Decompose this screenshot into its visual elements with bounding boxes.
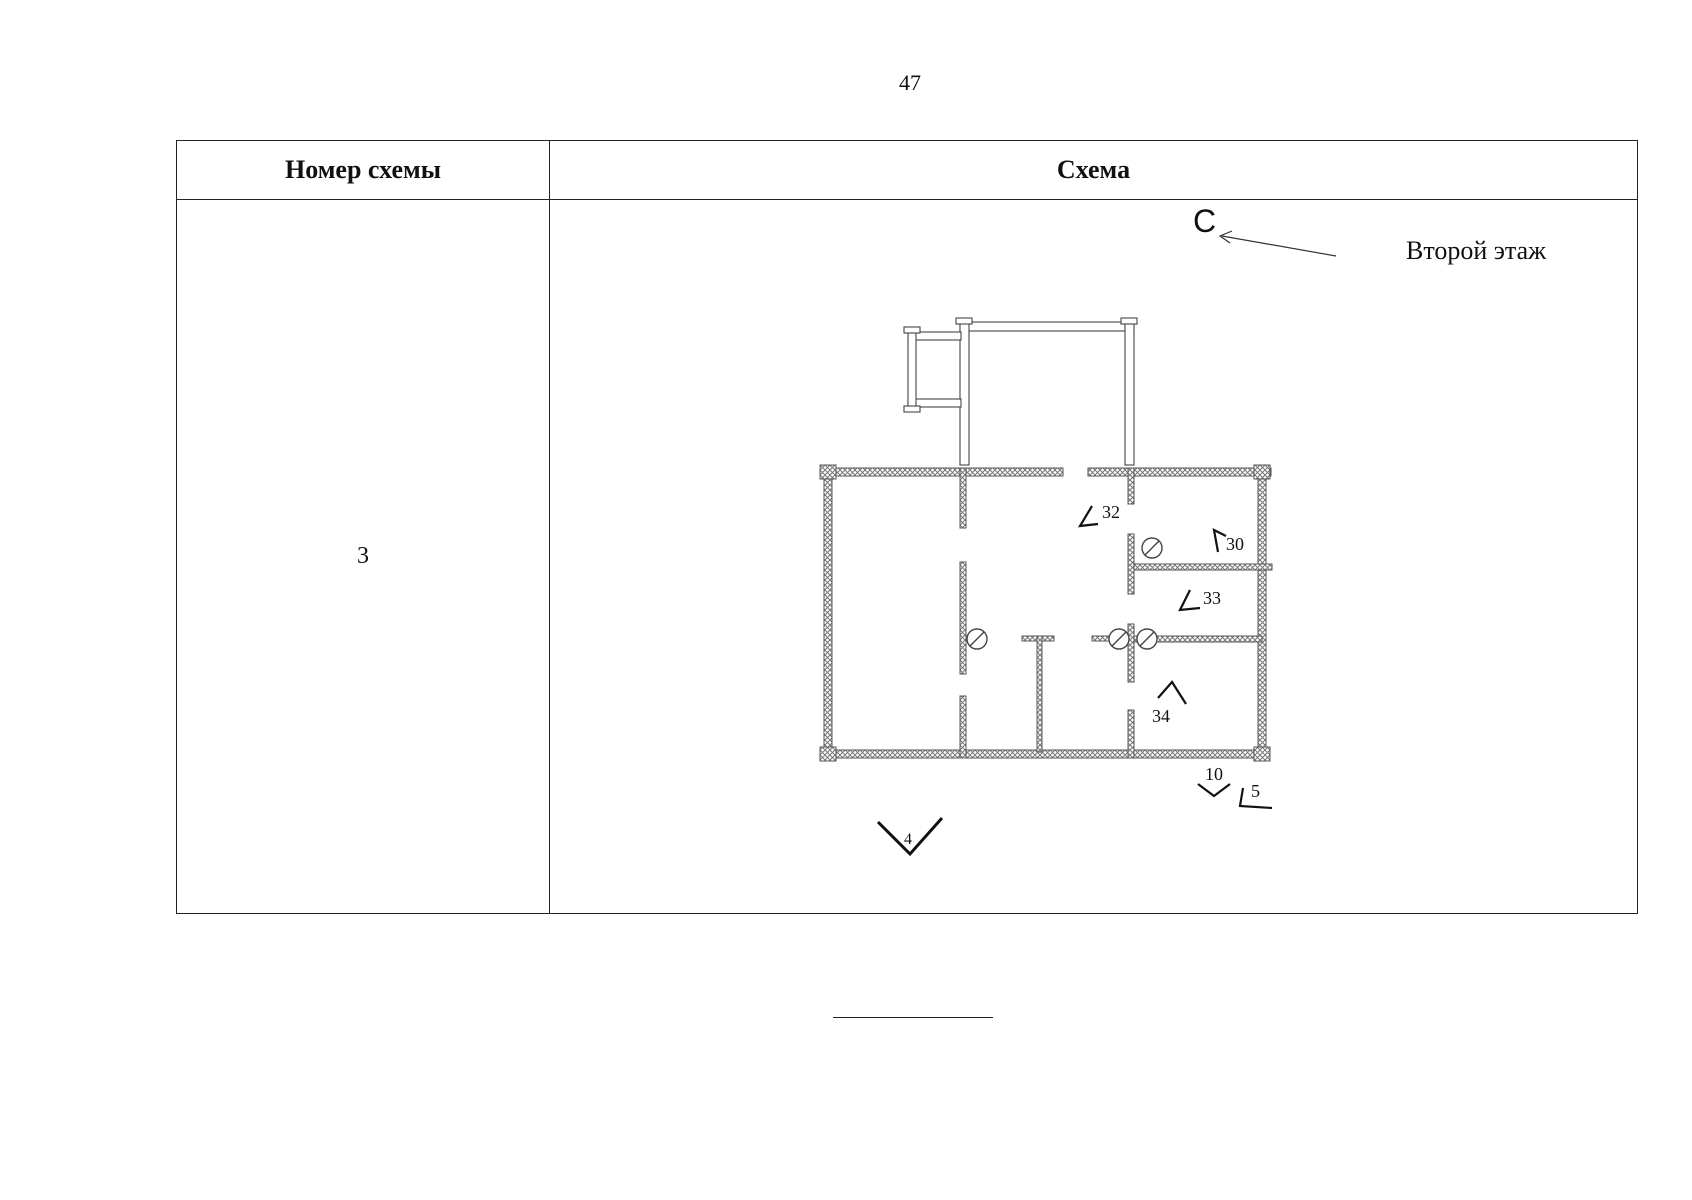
floor-plan: С Второй этаж [819, 203, 1547, 857]
schemes-table: Номер схемы Схема 3 С [176, 140, 1638, 914]
marker-4-arrow [876, 817, 944, 857]
marker-label-30: 30 [1226, 534, 1244, 554]
marker-5-arrow [1238, 787, 1273, 810]
compass-arrow [1218, 230, 1337, 257]
marker-label-33: 33 [1203, 588, 1221, 608]
marker-label-5: 5 [1251, 781, 1260, 801]
annex-walls [903, 317, 1138, 466]
marker-label-32: 32 [1102, 502, 1120, 522]
stove-symbols [966, 537, 1163, 650]
scheme-number-cell: 3 [176, 199, 550, 914]
header-scheme: Схема [549, 140, 1638, 200]
marker-label-4: 4 [904, 831, 912, 848]
footer-rule [833, 1017, 993, 1018]
marker-label-34: 34 [1152, 706, 1170, 726]
marker-10-arrow [1197, 783, 1231, 798]
marker-34-arrow [1157, 680, 1187, 705]
table-row: 3 С Второй этаж [176, 199, 1638, 914]
marker-33-arrow [1178, 589, 1201, 612]
marker-32-arrow [1077, 505, 1099, 528]
floor-label: Второй этаж [1406, 236, 1547, 265]
page-number: 47 [899, 70, 921, 95]
table-header-row: Номер схемы Схема [176, 140, 1638, 200]
scheme-cell: С Второй этаж [549, 199, 1638, 914]
compass-north-label: С [1193, 203, 1216, 239]
marker-labels: 32 30 33 34 10 5 4 [904, 502, 1260, 848]
view-markers [876, 505, 1273, 857]
marker-30-arrow [1212, 528, 1227, 553]
header-scheme-number: Номер схемы [176, 140, 550, 200]
main-walls [819, 464, 1273, 762]
marker-label-10: 10 [1205, 764, 1223, 784]
